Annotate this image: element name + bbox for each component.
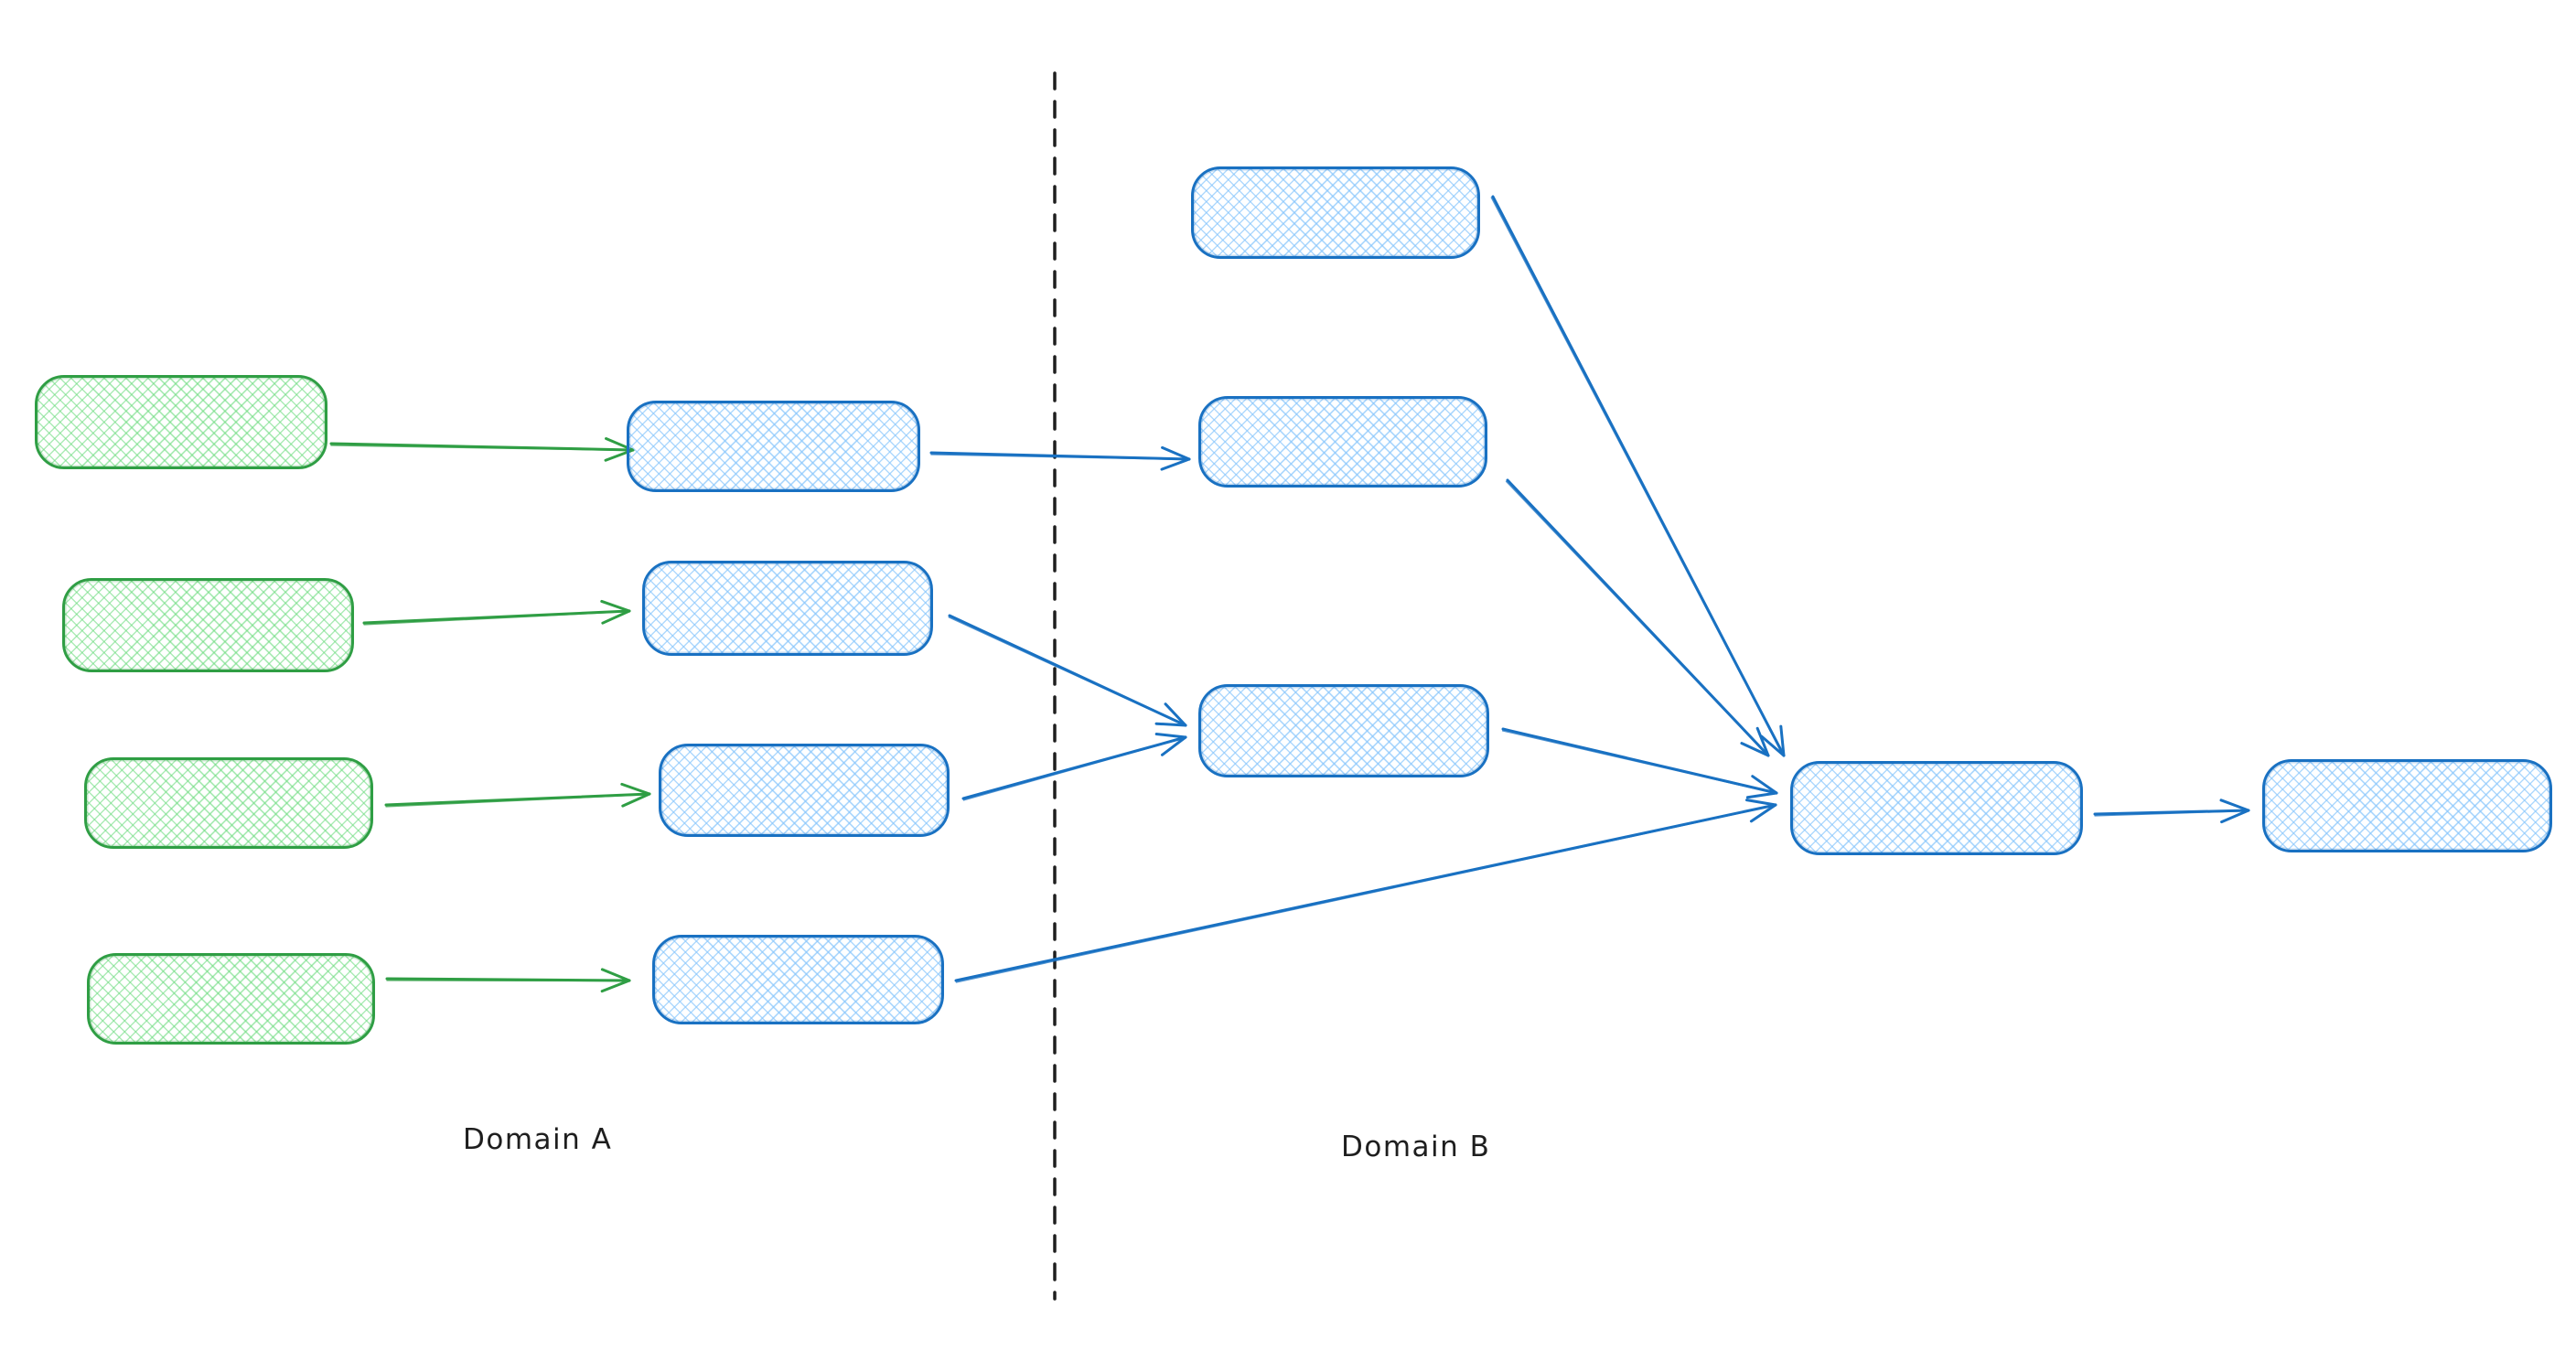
green-box-3[interactable] bbox=[84, 757, 373, 849]
blue-box-b2[interactable] bbox=[1198, 396, 1487, 488]
arrow-green-box-3-to-blue-box-a3 bbox=[384, 782, 651, 808]
blue-box-a4[interactable] bbox=[652, 935, 944, 1024]
green-box-2[interactable] bbox=[62, 578, 354, 672]
arrow-green-box-2-to-blue-box-a2 bbox=[362, 599, 631, 626]
arrow-blue-box-merge-to-blue-box-output bbox=[2093, 799, 2250, 824]
arrow-blue-box-a2-to-blue-box-b3 bbox=[948, 614, 1187, 727]
arrow-blue-box-a1-to-blue-box-b2 bbox=[929, 445, 1191, 471]
blue-box-b1[interactable] bbox=[1191, 166, 1480, 259]
arrow-blue-box-b2-to-blue-box-merge bbox=[1505, 478, 1770, 757]
green-box-4[interactable] bbox=[87, 953, 375, 1045]
domain-a-label: Domain A bbox=[463, 1123, 613, 1156]
blue-box-merge[interactable] bbox=[1790, 761, 2083, 855]
arrow-blue-box-a4-to-blue-box-merge bbox=[954, 799, 1777, 983]
arrow-blue-box-b1-to-blue-box-merge bbox=[1490, 195, 1786, 757]
blue-box-b3[interactable] bbox=[1198, 684, 1489, 777]
arrow-blue-box-a3-to-blue-box-b3 bbox=[961, 732, 1187, 801]
blue-box-output[interactable] bbox=[2262, 759, 2552, 852]
green-box-1[interactable] bbox=[35, 375, 327, 469]
domain-b-label: Domain B bbox=[1341, 1131, 1491, 1163]
blue-box-a3[interactable] bbox=[659, 744, 950, 837]
blue-box-a1[interactable] bbox=[627, 401, 920, 492]
blue-box-a2[interactable] bbox=[642, 561, 933, 656]
arrow-blue-box-b3-to-blue-box-merge bbox=[1501, 727, 1778, 799]
arrow-green-box-4-to-blue-box-a4 bbox=[385, 968, 631, 993]
